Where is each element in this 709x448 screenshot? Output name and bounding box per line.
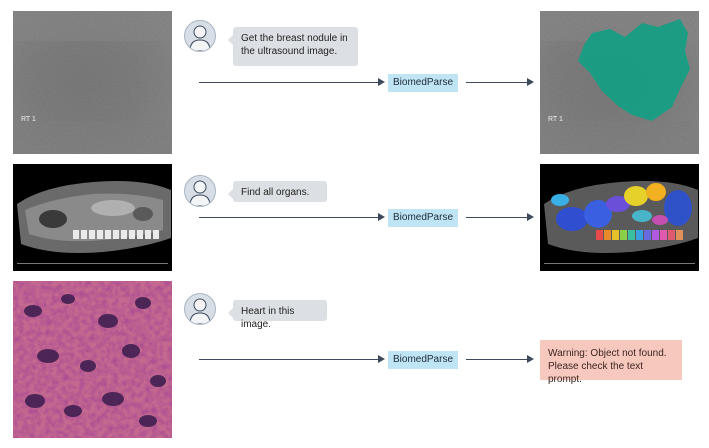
right-arrow-icon (378, 213, 385, 221)
warning-line: Warning: Object not found. (548, 348, 667, 359)
ultrasound-input-image: RT 1 (13, 11, 172, 154)
right-arrow-icon (378, 355, 385, 363)
organ-masks (551, 183, 692, 231)
warning-box: Warning: Object not found. Please check … (540, 340, 682, 385)
ct-output-image (540, 164, 699, 271)
prompt-bubble: Get the breast nodule in the ultrasound … (228, 27, 358, 66)
segmentation-mask (578, 19, 690, 121)
user-avatar-icon (184, 20, 216, 52)
prompt-line: Find all organs. (241, 187, 310, 198)
prompt-bubble: Heart in this image. (228, 300, 327, 330)
right-arrow-icon (527, 213, 534, 221)
prompt-line: Get the breast nodule in (241, 33, 348, 44)
biomedparse-box: BiomedParse (388, 74, 458, 92)
arrow-line (199, 82, 378, 83)
ct-input-image (13, 164, 172, 271)
prompt-line: the ultrasound image. (241, 46, 338, 57)
ultrasound-label: RT 1 (548, 116, 563, 123)
prompt-bubble: Find all organs. (228, 181, 327, 202)
warning-line: Please check the text prompt. (548, 361, 644, 385)
ultrasound-label: RT 1 (21, 116, 36, 123)
right-arrow-icon (527, 355, 534, 363)
ultrasound-output-image: RT 1 (540, 11, 699, 154)
user-avatar-icon (184, 175, 216, 207)
arrow-line (466, 82, 527, 83)
biomedparse-box: BiomedParse (388, 351, 458, 369)
right-arrow-icon (527, 78, 534, 86)
histology-input-image (13, 281, 172, 438)
arrow-line (466, 217, 527, 218)
biomedparse-box: BiomedParse (388, 209, 458, 227)
right-arrow-icon (378, 78, 385, 86)
arrow-line (199, 217, 378, 218)
arrow-line (466, 359, 527, 360)
arrow-line (199, 359, 378, 360)
prompt-line: Heart in this image. (241, 306, 295, 330)
user-avatar-icon (184, 293, 216, 325)
